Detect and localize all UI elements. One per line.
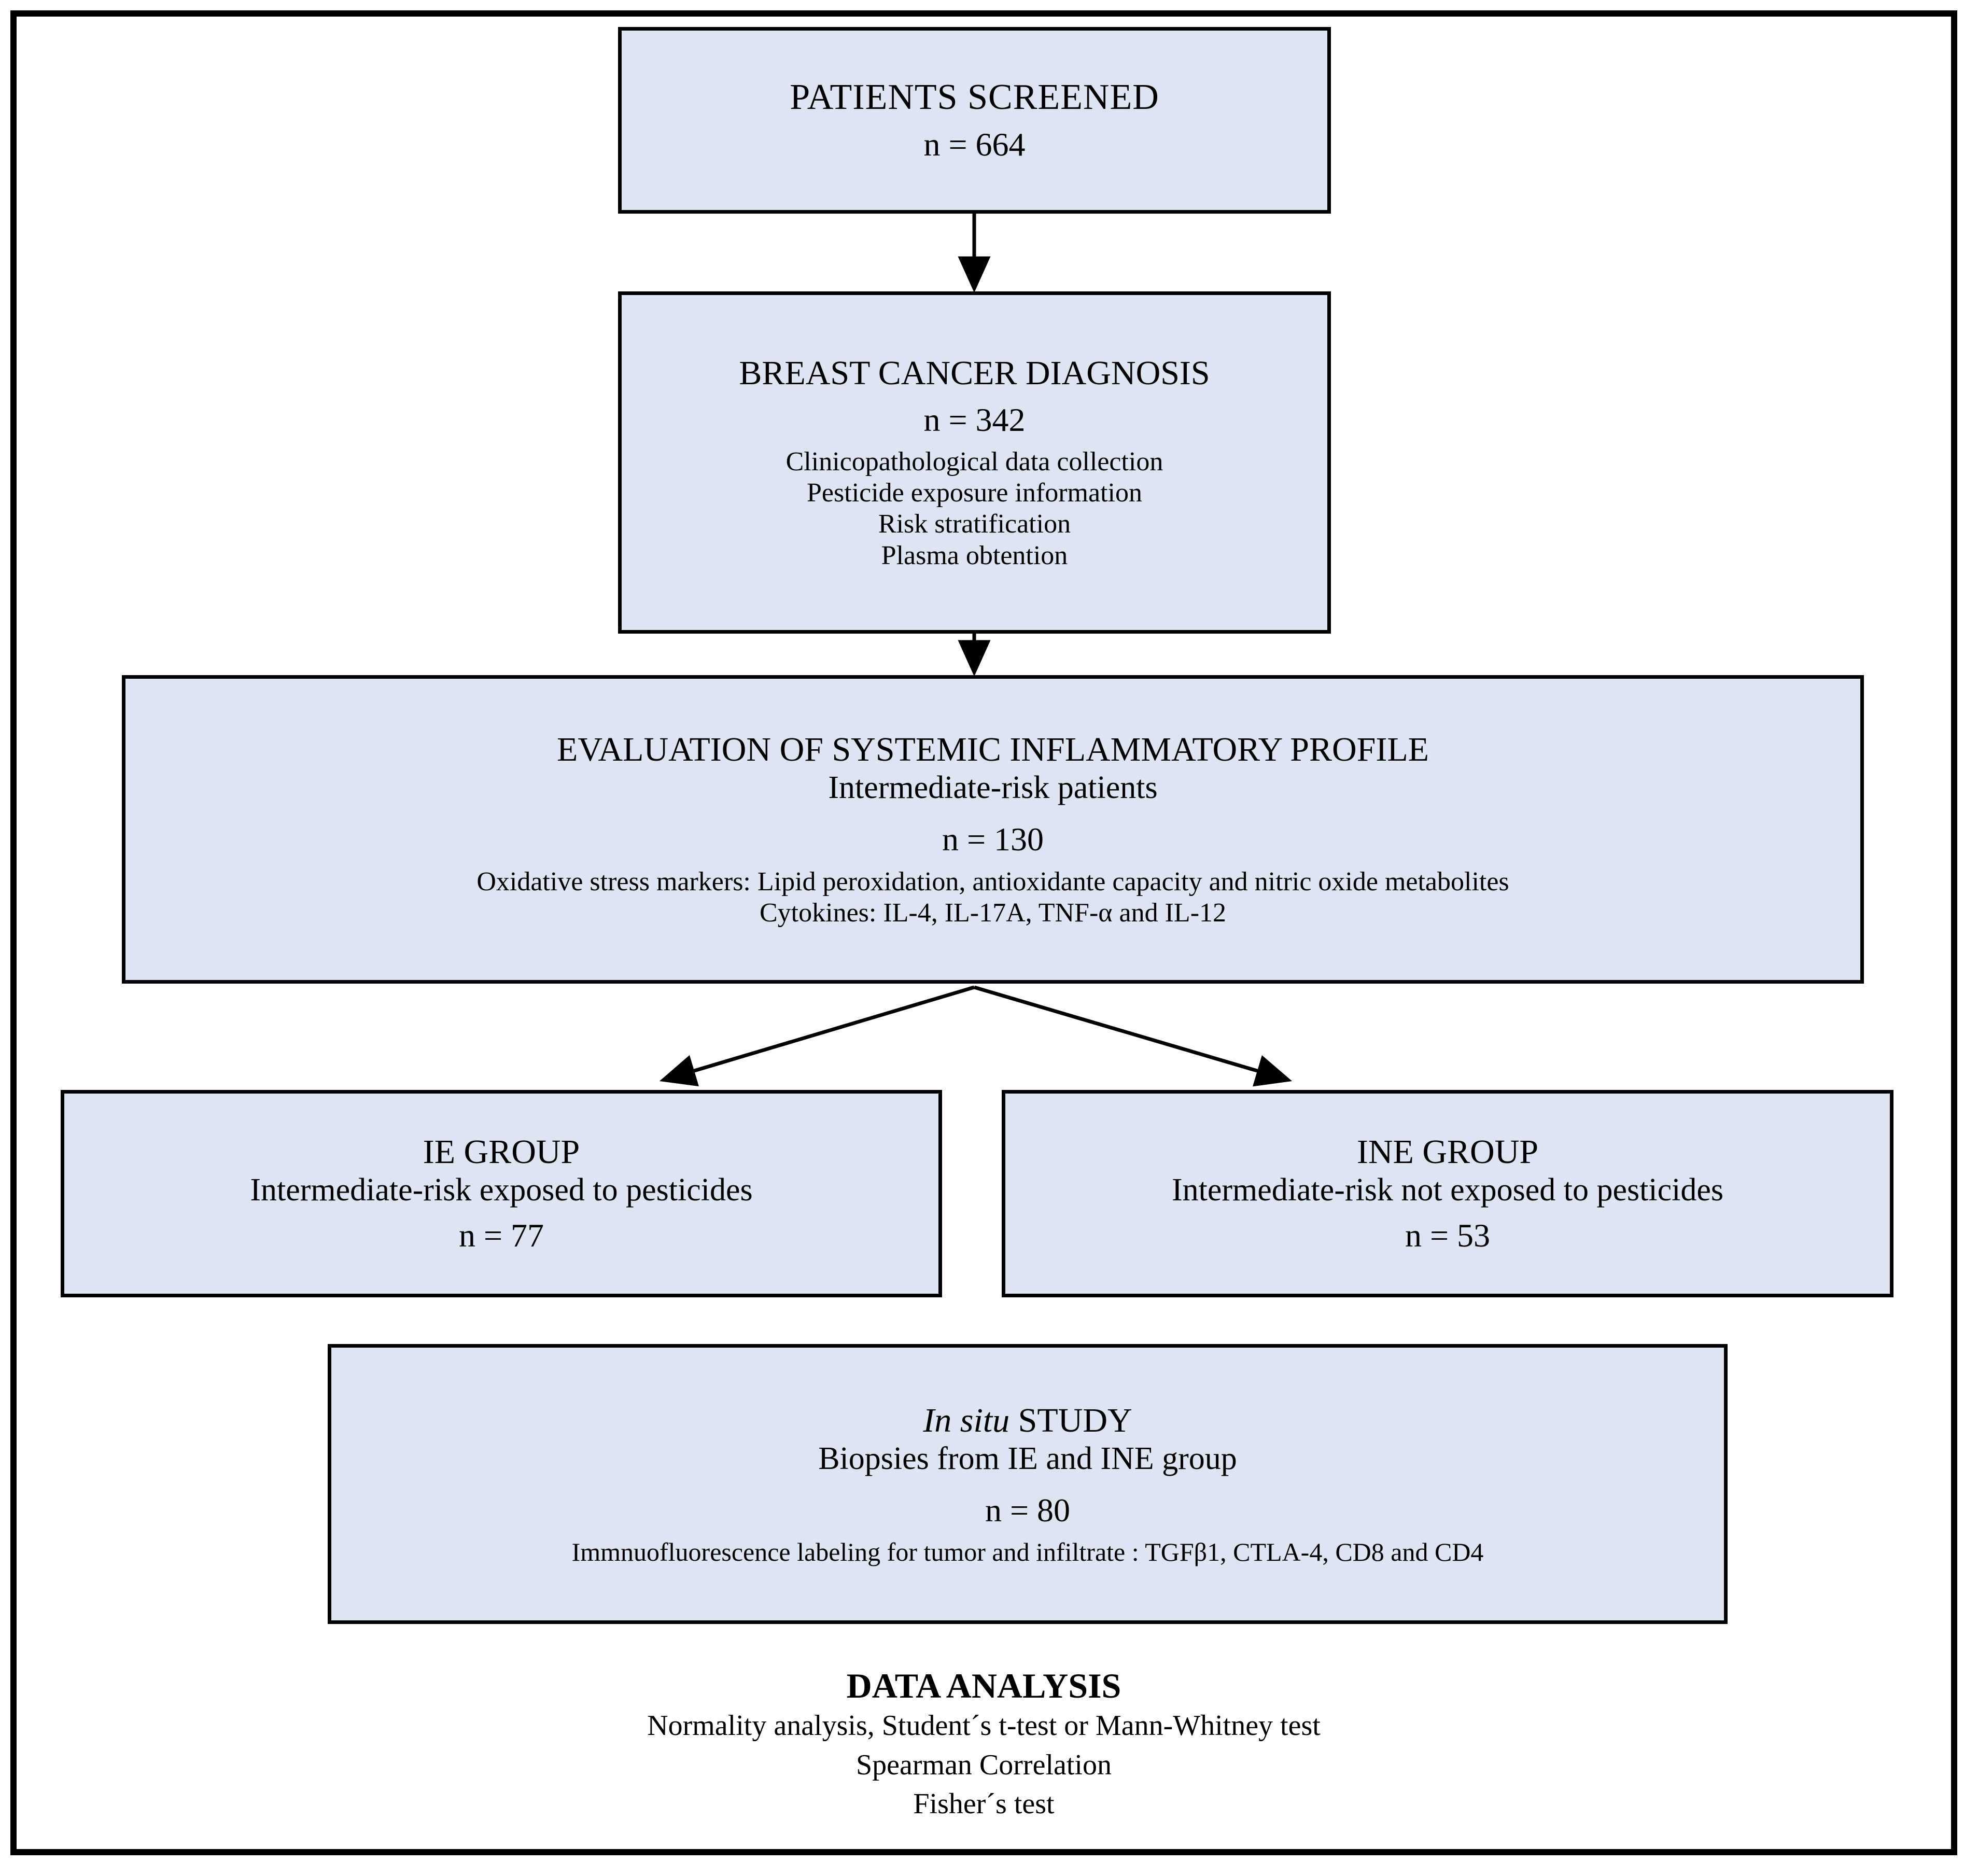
evaluation-title: EVALUATION OF SYSTEMIC INFLAMMATORY PROF…	[557, 730, 1429, 768]
data-analysis-line-1: Normality analysis, Student´s t-test or …	[647, 1710, 1321, 1742]
data-analysis-heading: DATA ANALYSIS	[846, 1666, 1121, 1705]
node-ine-group: INE GROUP Intermediate-risk not exposed …	[1002, 1090, 1893, 1297]
patients-screened-count: n = 664	[923, 126, 1026, 163]
edge-evaluation-to-ine-group	[974, 985, 1293, 1087]
in-situ-study-detail-immunofluorescence: Immnuofluorescence labeling for tumor an…	[571, 1537, 1484, 1567]
diagram-canvas: PATIENTS SCREENED n = 664 BREAST CANCER …	[17, 17, 1951, 1849]
ine-group-count: n = 53	[1405, 1217, 1491, 1254]
breast-cancer-diagnosis-detail-4: Plasma obtention	[881, 540, 1068, 570]
evaluation-subtitle: Intermediate-risk patients	[828, 770, 1158, 806]
breast-cancer-diagnosis-detail-3: Risk stratification	[878, 509, 1071, 539]
node-ie-group: IE GROUP Intermediate-risk exposed to pe…	[61, 1090, 942, 1297]
evaluation-detail-oxidative-stress: Oxidative stress markers: Lipid peroxida…	[476, 866, 1509, 897]
edge-evaluation-to-ie-group	[659, 985, 975, 1087]
in-situ-study-count: n = 80	[985, 1492, 1071, 1529]
evaluation-detail-cytokines: Cytokines: IL-4, IL-17A, TNF-α and IL-12	[759, 898, 1227, 928]
node-evaluation-systemic-inflammatory-profile: EVALUATION OF SYSTEMIC INFLAMMATORY PROF…	[122, 675, 1864, 984]
in-situ-study-subtitle: Biopsies from IE and INE group	[818, 1441, 1237, 1477]
breast-cancer-diagnosis-count: n = 342	[923, 401, 1026, 438]
node-patients-screened: PATIENTS SCREENED n = 664	[618, 27, 1331, 214]
data-analysis-line-2: Spearman Correlation	[856, 1748, 1112, 1781]
patients-screened-title: PATIENTS SCREENED	[790, 77, 1159, 118]
ine-group-title: INE GROUP	[1356, 1132, 1539, 1171]
ie-group-subtitle: Intermediate-risk exposed to pesticides	[250, 1172, 753, 1208]
in-situ-study-title: In situ STUDY	[923, 1401, 1132, 1441]
ie-group-count: n = 77	[458, 1217, 544, 1254]
evaluation-count: n = 130	[942, 821, 1044, 858]
node-in-situ-study: In situ STUDY Biopsies from IE and INE g…	[328, 1344, 1728, 1624]
data-analysis-line-3: Fisher´s test	[913, 1788, 1055, 1821]
in-situ-study-title-italic: In situ	[923, 1401, 1010, 1439]
node-breast-cancer-diagnosis: BREAST CANCER DIAGNOSIS n = 342 Clinicop…	[618, 291, 1331, 634]
in-situ-study-title-rest: STUDY	[1009, 1401, 1132, 1439]
breast-cancer-diagnosis-title: BREAST CANCER DIAGNOSIS	[739, 354, 1210, 392]
ie-group-title: IE GROUP	[423, 1132, 580, 1171]
breast-cancer-diagnosis-detail-2: Pesticide exposure information	[807, 478, 1142, 508]
breast-cancer-diagnosis-detail-1: Clinicopathological data collection	[785, 446, 1163, 477]
diagram-frame: PATIENTS SCREENED n = 664 BREAST CANCER …	[10, 10, 1957, 1855]
data-analysis-section: DATA ANALYSIS Normality analysis, Studen…	[17, 1665, 1951, 1824]
ine-group-subtitle: Intermediate-risk not exposed to pestici…	[1171, 1172, 1724, 1208]
